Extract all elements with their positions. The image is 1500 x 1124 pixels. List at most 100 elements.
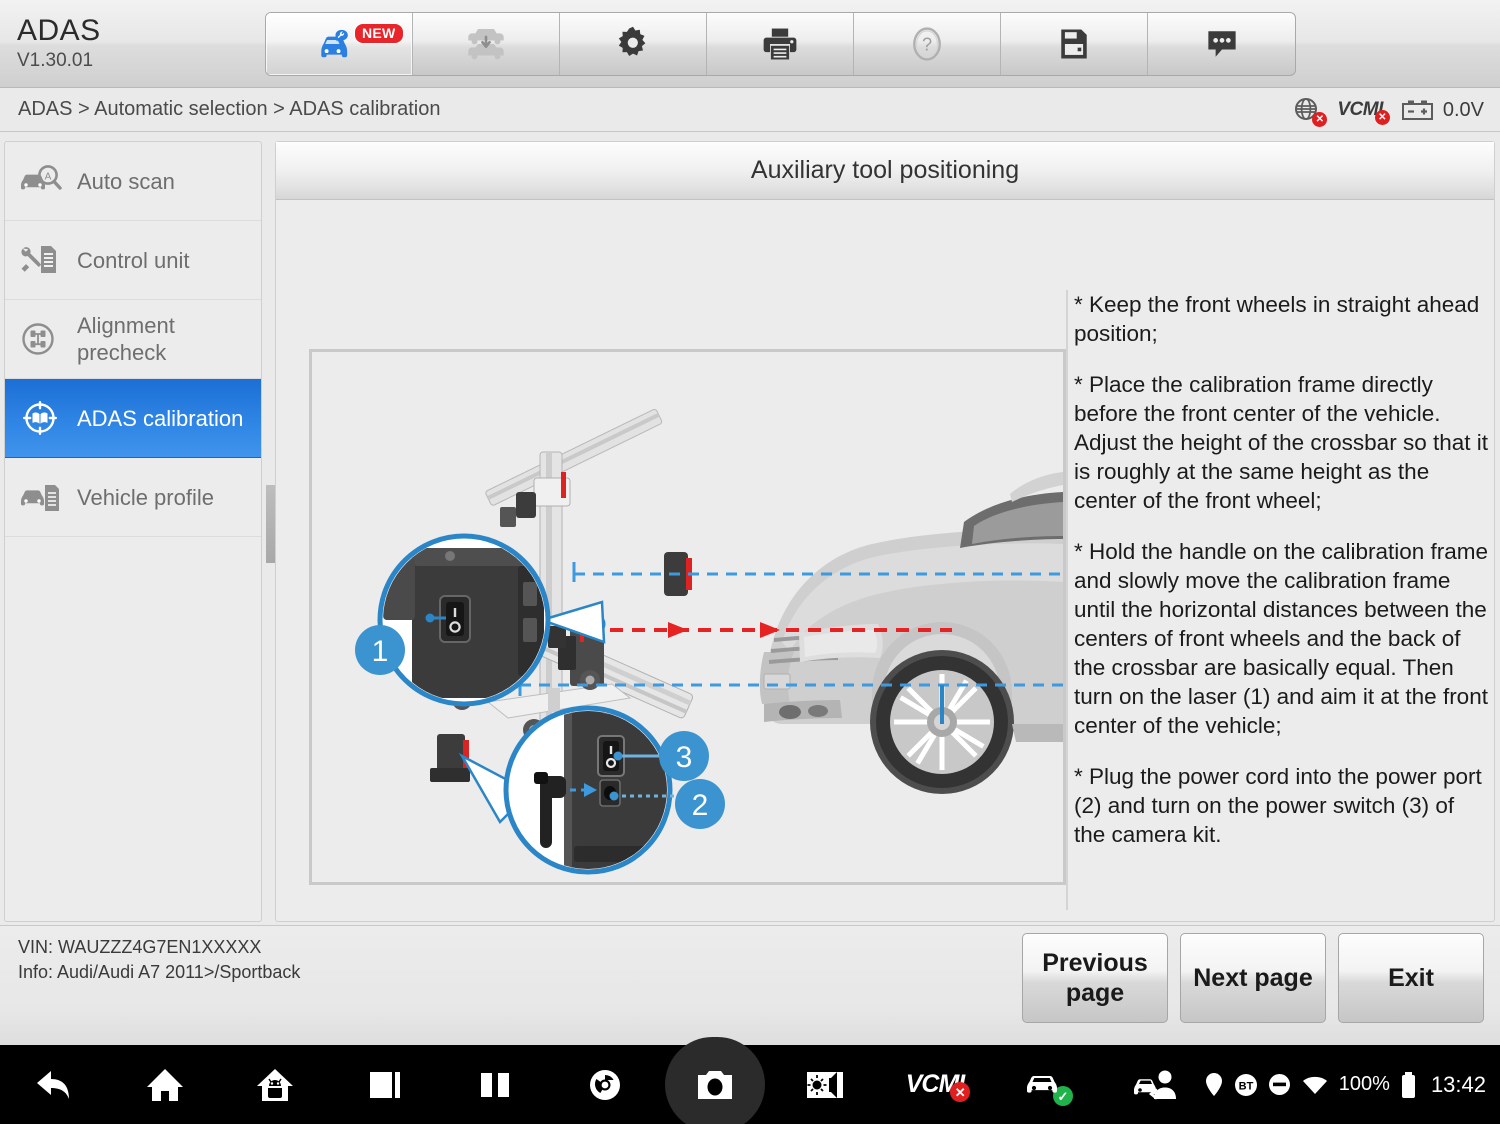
app-version: V1.30.01 bbox=[17, 50, 94, 71]
vcmi-status: VCMI ✕ bbox=[1337, 99, 1390, 125]
app-brand: ADAS V1.30.01 bbox=[17, 14, 101, 73]
vcmi-error-badge: ✕ bbox=[1374, 110, 1390, 125]
callout-number-2: 2 bbox=[692, 789, 709, 822]
page-title: Auxiliary tool positioning bbox=[276, 142, 1494, 200]
gear-icon bbox=[618, 26, 646, 56]
instruction-item: * Hold the handle on the calibration fra… bbox=[1074, 539, 1489, 738]
callout-number-1: 1 bbox=[372, 635, 389, 668]
top-bar: ADAS V1.30.01 NEW bbox=[0, 0, 1500, 88]
nav-remote-assist-button[interactable] bbox=[1100, 1045, 1210, 1124]
instructions-panel: * Keep the front wheels in straight ahea… bbox=[1066, 290, 1490, 910]
nav-home-button[interactable] bbox=[110, 1045, 220, 1124]
home-icon bbox=[147, 1068, 183, 1101]
callout-number-3: 3 bbox=[676, 741, 693, 774]
printer-icon bbox=[763, 28, 797, 60]
svg-text:?: ? bbox=[922, 34, 932, 54]
exit-button[interactable]: Exit bbox=[1338, 933, 1484, 1023]
alignment-precheck-icon bbox=[22, 323, 54, 355]
sidebar-item-control-unit[interactable]: Control unit bbox=[5, 221, 261, 300]
vehicle-lift-icon bbox=[468, 28, 504, 60]
auxiliary-tool-positioning-diagram: 1 bbox=[309, 349, 1066, 885]
nav-chrome-button[interactable] bbox=[550, 1045, 660, 1124]
android-nav-bar: VCMI ✕ ✓ bbox=[0, 1037, 1500, 1124]
control-unit-icon bbox=[21, 246, 56, 273]
android-home-icon bbox=[257, 1068, 293, 1101]
system-status-tray: BT 100% 13:42 bbox=[1204, 1045, 1486, 1124]
main-body: 1 bbox=[276, 200, 1494, 921]
next-page-button[interactable]: Next page bbox=[1180, 933, 1326, 1023]
status-indicators: ✕ VCMI ✕ 0.0V bbox=[1294, 94, 1484, 127]
message-icon bbox=[1207, 31, 1236, 57]
breadcrumb-bar: ADAS > Automatic selection > ADAS calibr… bbox=[0, 88, 1500, 132]
sidebar-item-label: Control unit bbox=[77, 247, 190, 273]
vehicle-info-text: Info: Audi/Audi A7 2011>/Sportback bbox=[18, 962, 301, 982]
network-error-badge: ✕ bbox=[1312, 112, 1328, 127]
battery-icon bbox=[1401, 100, 1433, 120]
adas-calibration-icon bbox=[23, 401, 57, 435]
sidebar-item-label: Alignment precheck bbox=[77, 313, 175, 365]
toolbar-button-print[interactable] bbox=[707, 13, 854, 75]
sidebar-item-label: ADAS calibration bbox=[77, 405, 244, 431]
sidebar: A Auto scan Control unit A bbox=[4, 141, 262, 922]
sidebar-item-label: Vehicle profile bbox=[77, 484, 214, 510]
previous-page-button[interactable]: Previous page bbox=[1022, 933, 1168, 1023]
toolbar-button-vehicle-lift[interactable] bbox=[413, 13, 560, 75]
bluetooth-label: BT bbox=[1238, 1080, 1253, 1092]
vin-text: VIN: WAUZZZ4G7EN1XXXXX bbox=[18, 937, 262, 957]
vcmi-nav-error-badge: ✕ bbox=[950, 1082, 971, 1102]
battery-percent: 100% bbox=[1338, 1073, 1390, 1095]
toolbar-button-help[interactable]: ? bbox=[854, 13, 1001, 75]
nav-buttons: VCMI ✕ ✓ bbox=[0, 1037, 1210, 1124]
toolbar-button-diagnostics[interactable]: NEW bbox=[266, 13, 413, 75]
vehicle-connected-icon bbox=[1027, 1076, 1057, 1093]
nav-brightness-volume-button[interactable] bbox=[770, 1045, 880, 1124]
brightness-volume-icon bbox=[807, 1071, 843, 1098]
nav-back-button[interactable] bbox=[0, 1045, 110, 1124]
footer-buttons: Previous page Next page Exit bbox=[1022, 933, 1484, 1023]
nav-vcmi-status-button[interactable]: VCMI ✕ bbox=[880, 1045, 990, 1124]
vehicle-profile-icon bbox=[21, 485, 59, 511]
callout-bubble-1: 1 bbox=[355, 533, 606, 707]
nav-camera-button[interactable] bbox=[660, 1037, 770, 1124]
system-time: 13:42 bbox=[1430, 1071, 1486, 1097]
instruction-item: * Keep the front wheels in straight ahea… bbox=[1074, 292, 1480, 346]
new-badge: NEW bbox=[354, 23, 404, 44]
voltage-value: 0.0V bbox=[1442, 98, 1484, 121]
back-icon bbox=[37, 1070, 69, 1099]
sidebar-item-auto-scan[interactable]: A Auto scan bbox=[5, 142, 261, 221]
sidebar-item-label: Auto scan bbox=[77, 168, 175, 194]
recent-apps-icon bbox=[370, 1071, 400, 1098]
auto-scan-icon: A bbox=[21, 165, 62, 190]
remote-assist-icon bbox=[1134, 1070, 1176, 1099]
toolbar: NEW bbox=[265, 12, 1296, 76]
network-status: ✕ bbox=[1294, 97, 1328, 127]
bluetooth-status: BT bbox=[1234, 1073, 1258, 1097]
vehicle-info: VIN: WAUZZZ4G7EN1XXXXX Info: Audi/Audi A… bbox=[18, 935, 300, 985]
wifi-icon bbox=[1302, 1076, 1327, 1094]
vehicle-ok-badge: ✓ bbox=[1053, 1086, 1073, 1106]
toolbar-button-settings[interactable] bbox=[560, 13, 707, 75]
instruction-item: * Plug the power cord into the power por… bbox=[1074, 764, 1482, 847]
battery-status: 0.0V bbox=[1400, 98, 1484, 122]
sidebar-item-adas-calibration[interactable]: ADAS calibration bbox=[5, 379, 261, 458]
sidebar-item-alignment-precheck[interactable]: Alignment precheck bbox=[5, 300, 261, 379]
breadcrumb[interactable]: ADAS > Automatic selection > ADAS calibr… bbox=[18, 98, 441, 120]
nav-vehicle-connected-button[interactable]: ✓ bbox=[990, 1045, 1100, 1124]
toolbar-button-message[interactable] bbox=[1148, 13, 1295, 75]
nav-recent-apps-button[interactable] bbox=[330, 1045, 440, 1124]
footer-bar: VIN: WAUZZZ4G7EN1XXXXX Info: Audi/Audi A… bbox=[0, 925, 1500, 1045]
app-title: ADAS bbox=[17, 14, 101, 47]
chrome-icon bbox=[590, 1069, 620, 1100]
save-icon bbox=[1061, 29, 1087, 59]
camera-icon bbox=[698, 1070, 732, 1099]
nav-split-screen-button[interactable] bbox=[440, 1045, 550, 1124]
vcmi-label: VCMI bbox=[1337, 99, 1383, 120]
split-screen-icon bbox=[481, 1072, 509, 1097]
nav-android-home-button[interactable] bbox=[220, 1045, 330, 1124]
svg-text:A: A bbox=[45, 172, 52, 183]
sidebar-item-vehicle-profile[interactable]: Vehicle profile bbox=[5, 458, 261, 537]
main-panel: Auxiliary tool positioning bbox=[275, 141, 1495, 922]
do-not-disturb-icon bbox=[1268, 1074, 1290, 1095]
toolbar-button-save[interactable] bbox=[1001, 13, 1148, 75]
